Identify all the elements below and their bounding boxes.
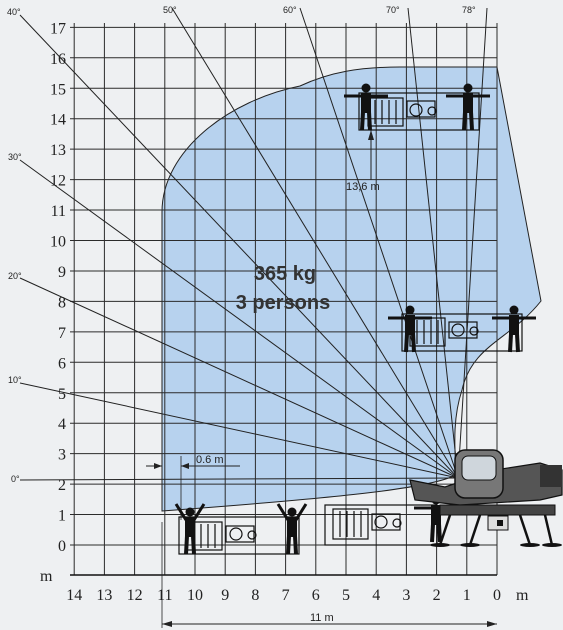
y-tick-label: 12 <box>50 173 66 190</box>
angle-rays <box>19 7 488 481</box>
angle-label: 40° <box>7 7 21 17</box>
x-tick-label: 13 <box>96 587 112 604</box>
y-tick-label: 8 <box>58 294 66 311</box>
angle-label: 78° <box>462 5 476 15</box>
y-tick-label: 4 <box>58 416 66 433</box>
angle-ray <box>299 7 459 479</box>
working-envelope <box>161 66 542 512</box>
y-tick-label: 0 <box>58 538 66 555</box>
grid <box>70 23 498 576</box>
person-figure <box>492 305 536 353</box>
person-figure <box>446 83 490 131</box>
angle-label: 30° <box>8 152 22 162</box>
angle-label: 50° <box>163 5 177 15</box>
y-tick-label: 15 <box>50 81 66 98</box>
basket-bottom-left <box>178 516 300 555</box>
y-unit-label: m <box>40 568 53 585</box>
y-tick-label: 10 <box>50 234 66 251</box>
x-tick-label: 2 <box>433 587 441 604</box>
angle-ray <box>19 159 459 479</box>
x-tick-label: 6 <box>312 587 320 604</box>
person-figure <box>388 305 432 353</box>
x-tick-label: 11 <box>157 587 172 604</box>
basket-bottom-stowed <box>324 504 438 546</box>
x-tick-label: 8 <box>251 587 259 604</box>
y-tick-label: 13 <box>50 142 66 159</box>
person-figure <box>344 83 388 131</box>
height-marker-arrow <box>368 130 374 140</box>
angle-ray <box>19 477 459 481</box>
angle-label: 10° <box>8 375 22 385</box>
person-figure <box>276 503 308 555</box>
person-figure <box>174 503 206 555</box>
y-tick-label: 3 <box>58 447 66 464</box>
x-tick-label: 5 <box>342 587 350 604</box>
x-tick-label: 4 <box>372 587 380 604</box>
angle-ray <box>171 7 459 479</box>
x-tick-label: 0 <box>493 587 501 604</box>
load-capacity: 365 kg <box>254 263 316 285</box>
load-persons: 3 persons <box>236 292 330 314</box>
y-tick-label: 7 <box>58 325 66 342</box>
y-tick-label: 17 <box>50 20 66 37</box>
offset-dimension: 0.6 m <box>196 454 224 466</box>
height-dimension: 13,6 m <box>346 181 380 193</box>
angle-labels: 0° 10° 20° 30° 40° 50° 60° 70° 78° <box>7 5 476 484</box>
x-tick-label: 3 <box>402 587 410 604</box>
x-tick-label: 1 <box>463 587 471 604</box>
y-tick-label: 5 <box>58 386 66 403</box>
reach-arrow-left <box>162 621 172 627</box>
reach-arrow-right <box>487 621 497 627</box>
x-tick-label: 9 <box>221 587 229 604</box>
y-tick-label: 14 <box>50 112 66 129</box>
y-tick-label: 16 <box>50 51 66 68</box>
angle-label: 20° <box>8 271 22 281</box>
angle-label: 70° <box>386 5 400 15</box>
x-tick-label: 7 <box>282 587 290 604</box>
angle-label: 60° <box>283 5 297 15</box>
offset-arrow-right-head <box>181 463 189 469</box>
x-tick-label: 12 <box>127 587 143 604</box>
angle-label: 0° <box>11 474 20 484</box>
angle-ray <box>19 382 459 479</box>
telehandler-machine <box>409 449 563 547</box>
y-tick-label: 6 <box>58 355 66 372</box>
offset-arrow-left-head <box>154 463 162 469</box>
angle-ray <box>457 7 488 479</box>
angle-ray <box>407 7 459 479</box>
basket-right <box>401 313 523 352</box>
x-tick-label: 10 <box>187 587 203 604</box>
y-tick-label: 9 <box>58 264 66 281</box>
angle-ray <box>19 277 459 479</box>
x-unit-label: m <box>516 587 529 604</box>
angle-ray <box>19 14 459 479</box>
reach-dimension: 11 m <box>310 612 334 624</box>
x-tick-label: 14 <box>66 587 82 604</box>
y-tick-label: 11 <box>51 203 66 220</box>
y-tick-label: 1 <box>58 508 66 525</box>
y-tick-label: 2 <box>58 477 66 494</box>
